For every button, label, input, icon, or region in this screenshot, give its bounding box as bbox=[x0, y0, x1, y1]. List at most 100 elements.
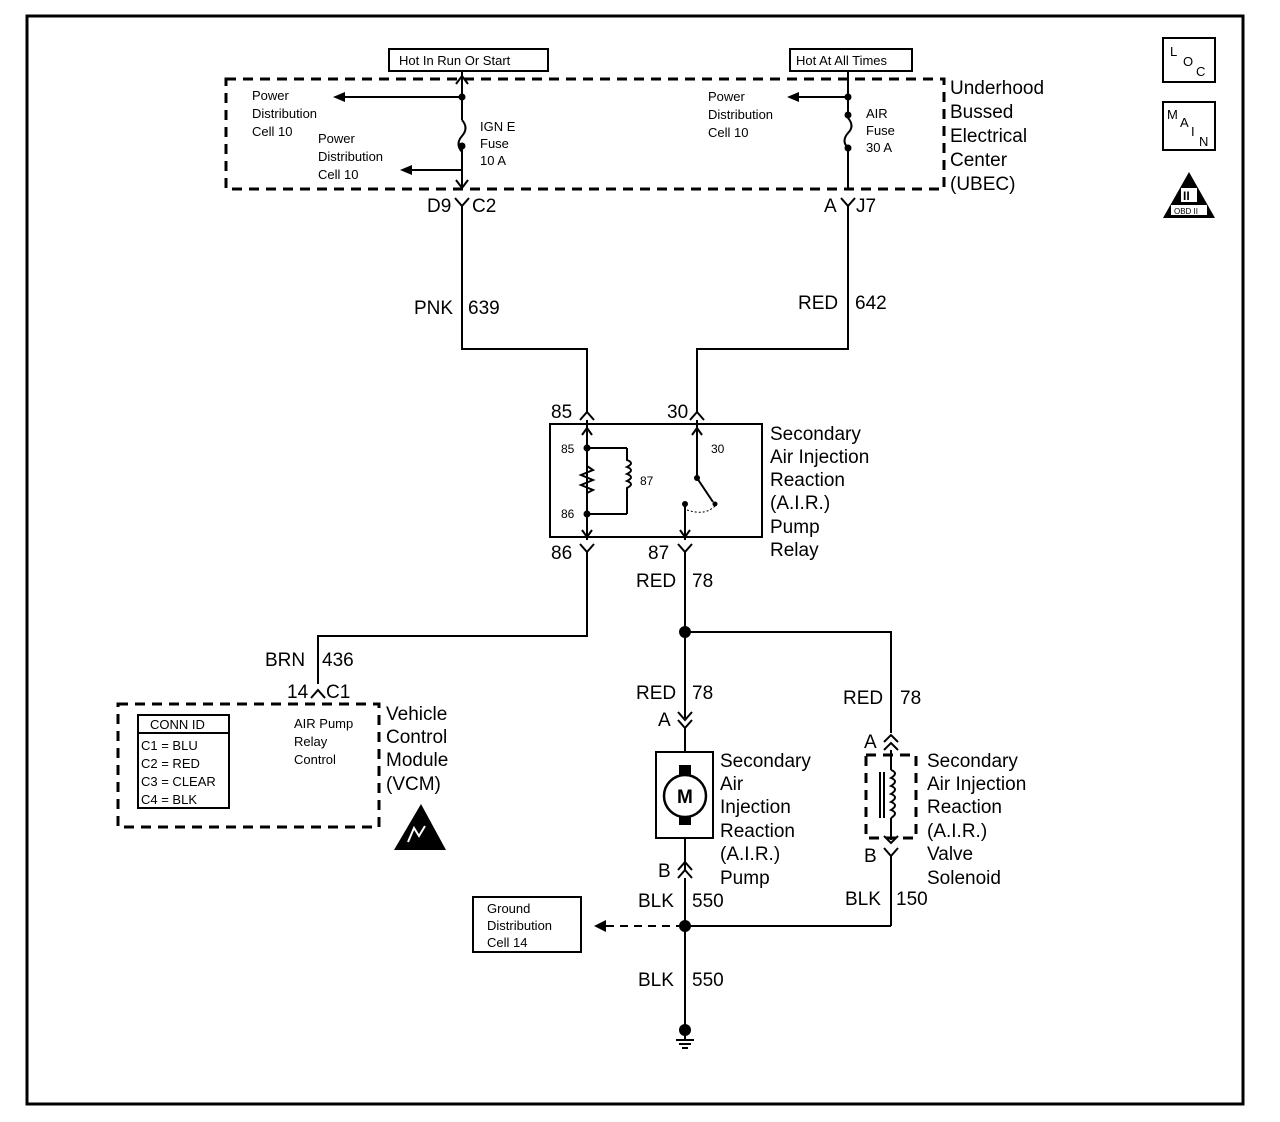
svg-text:A: A bbox=[1180, 115, 1189, 130]
power-distribution-cell-10-c[interactable]: Power Distribution Cell 10 bbox=[708, 89, 773, 140]
svg-text:78: 78 bbox=[692, 571, 713, 592]
svg-text:RED: RED bbox=[636, 683, 676, 704]
svg-text:86: 86 bbox=[561, 507, 575, 521]
wire-label-brn-436: BRN 436 bbox=[265, 650, 354, 671]
solenoid-coil-icon bbox=[879, 750, 899, 845]
wire-label-pnk-639: PNK 639 bbox=[414, 298, 500, 319]
svg-text:C3 = CLEAR: C3 = CLEAR bbox=[141, 774, 216, 789]
svg-text:Bussed: Bussed bbox=[950, 102, 1013, 123]
pump-label: Secondary Air Injection Reaction (A.I.R.… bbox=[720, 751, 811, 889]
svg-text:II: II bbox=[1183, 189, 1190, 203]
svg-text:Relay: Relay bbox=[294, 734, 328, 749]
svg-text:BLK: BLK bbox=[845, 889, 881, 910]
svg-text:C2: C2 bbox=[472, 196, 496, 217]
svg-text:436: 436 bbox=[322, 650, 354, 671]
svg-text:PNK: PNK bbox=[414, 298, 453, 319]
svg-text:Control: Control bbox=[386, 727, 447, 748]
svg-text:BLK: BLK bbox=[638, 891, 674, 912]
svg-text:AIR: AIR bbox=[866, 106, 888, 121]
air-fuse-circuit bbox=[787, 71, 853, 188]
svg-text:C: C bbox=[1196, 64, 1205, 79]
esd-warning-icon bbox=[394, 804, 446, 850]
wire-label-blk-150: BLK 150 bbox=[845, 889, 928, 910]
ubec-box bbox=[224, 77, 946, 191]
svg-text:Distribution: Distribution bbox=[487, 918, 552, 933]
ground-distribution-cell-14[interactable]: Ground Distribution Cell 14 bbox=[472, 896, 582, 953]
main-badge[interactable]: M A I N bbox=[1162, 101, 1216, 151]
connector-14-c1: 14 C1 bbox=[287, 682, 350, 703]
air-pump-relay-control-label: AIR Pump Relay Control bbox=[294, 716, 353, 767]
svg-text:I: I bbox=[1191, 124, 1195, 139]
ubec-label: Underhood Bussed Electrical Center (UBEC… bbox=[950, 78, 1044, 195]
wire-red-642 bbox=[696, 206, 849, 412]
svg-text:M: M bbox=[677, 787, 693, 808]
vcm-label: Vehicle Control Module (VCM) bbox=[386, 704, 448, 795]
svg-text:Cell 10: Cell 10 bbox=[252, 124, 292, 139]
svg-text:85: 85 bbox=[561, 442, 575, 456]
power-distribution-cell-10-a[interactable]: Power Distribution Cell 10 bbox=[252, 88, 317, 139]
svg-text:Control: Control bbox=[294, 752, 336, 767]
svg-text:(A.I.R.): (A.I.R.) bbox=[927, 821, 987, 842]
svg-text:30: 30 bbox=[711, 442, 725, 456]
hot-all-times-label: Hot At All Times bbox=[789, 48, 913, 72]
air-fuse-label: AIR Fuse 30 A bbox=[866, 106, 895, 155]
pump-connector-a: A bbox=[658, 710, 693, 752]
svg-text:C1 = BLU: C1 = BLU bbox=[141, 738, 198, 753]
svg-text:B: B bbox=[658, 861, 671, 882]
svg-text:J7: J7 bbox=[856, 196, 876, 217]
wire-label-blk-550-b: BLK 550 bbox=[638, 970, 724, 991]
svg-text:Power: Power bbox=[708, 89, 746, 104]
wire-label-red-78-c: RED 78 bbox=[843, 688, 921, 709]
svg-text:Secondary: Secondary bbox=[770, 424, 861, 445]
svg-text:Distribution: Distribution bbox=[252, 106, 317, 121]
svg-text:150: 150 bbox=[896, 889, 928, 910]
relay-top-pins: 85 30 bbox=[551, 402, 705, 423]
svg-text:Secondary: Secondary bbox=[720, 751, 811, 772]
pump-connector-b: B bbox=[658, 838, 693, 882]
svg-text:10 A: 10 A bbox=[480, 153, 506, 168]
svg-text:C2 = RED: C2 = RED bbox=[141, 756, 200, 771]
svg-text:Power: Power bbox=[252, 88, 290, 103]
wire-red-78-solenoid bbox=[685, 631, 892, 733]
svg-text:639: 639 bbox=[468, 298, 500, 319]
ign-e-fuse-label: IGN E Fuse 10 A bbox=[480, 119, 516, 168]
svg-text:Distribution: Distribution bbox=[708, 107, 773, 122]
svg-text:Fuse: Fuse bbox=[866, 123, 895, 138]
relay-box[interactable] bbox=[549, 423, 763, 538]
svg-text:AIR Pump: AIR Pump bbox=[294, 716, 353, 731]
svg-text:Pump: Pump bbox=[720, 868, 770, 889]
connector-a-j7: A J7 bbox=[824, 196, 876, 217]
svg-text:Hot At All Times: Hot At All Times bbox=[796, 53, 888, 68]
svg-text:CONN ID: CONN ID bbox=[150, 717, 205, 732]
svg-text:A: A bbox=[658, 710, 671, 731]
svg-text:14: 14 bbox=[287, 682, 309, 703]
svg-text:Cell 10: Cell 10 bbox=[318, 167, 358, 182]
loc-badge[interactable]: L O C bbox=[1162, 37, 1216, 83]
svg-text:30: 30 bbox=[667, 402, 688, 423]
solenoid-connector-a: A bbox=[864, 732, 899, 753]
relay-switch: 30 bbox=[679, 420, 725, 540]
svg-text:Distribution: Distribution bbox=[318, 149, 383, 164]
svg-text:D9: D9 bbox=[427, 196, 451, 217]
svg-text:Air Injection: Air Injection bbox=[927, 774, 1026, 795]
vcm-box[interactable] bbox=[116, 702, 381, 829]
wire-brn-436 bbox=[317, 552, 588, 684]
svg-text:Valve: Valve bbox=[927, 844, 973, 865]
obd-ii-icon: II OBD II bbox=[1163, 172, 1215, 218]
svg-text:BRN: BRN bbox=[265, 650, 305, 671]
svg-text:C4 = BLK: C4 = BLK bbox=[141, 792, 197, 807]
wire-label-red-78-a: RED 78 bbox=[636, 571, 713, 592]
svg-text:RED: RED bbox=[636, 571, 676, 592]
svg-text:RED: RED bbox=[843, 688, 883, 709]
svg-text:(A.I.R.): (A.I.R.) bbox=[720, 844, 780, 865]
conn-id-table: CONN ID C1 = BLU C2 = RED C3 = CLEAR C4 … bbox=[137, 714, 230, 809]
power-distribution-cell-10-b[interactable]: Power Distribution Cell 10 bbox=[318, 131, 383, 182]
svg-text:Ground: Ground bbox=[487, 901, 530, 916]
svg-text:550: 550 bbox=[692, 970, 724, 991]
svg-text:Air: Air bbox=[720, 774, 744, 795]
svg-text:RED: RED bbox=[798, 293, 838, 314]
svg-text:Solenoid: Solenoid bbox=[927, 868, 1001, 889]
svg-text:550: 550 bbox=[692, 891, 724, 912]
svg-text:Secondary: Secondary bbox=[927, 751, 1018, 772]
